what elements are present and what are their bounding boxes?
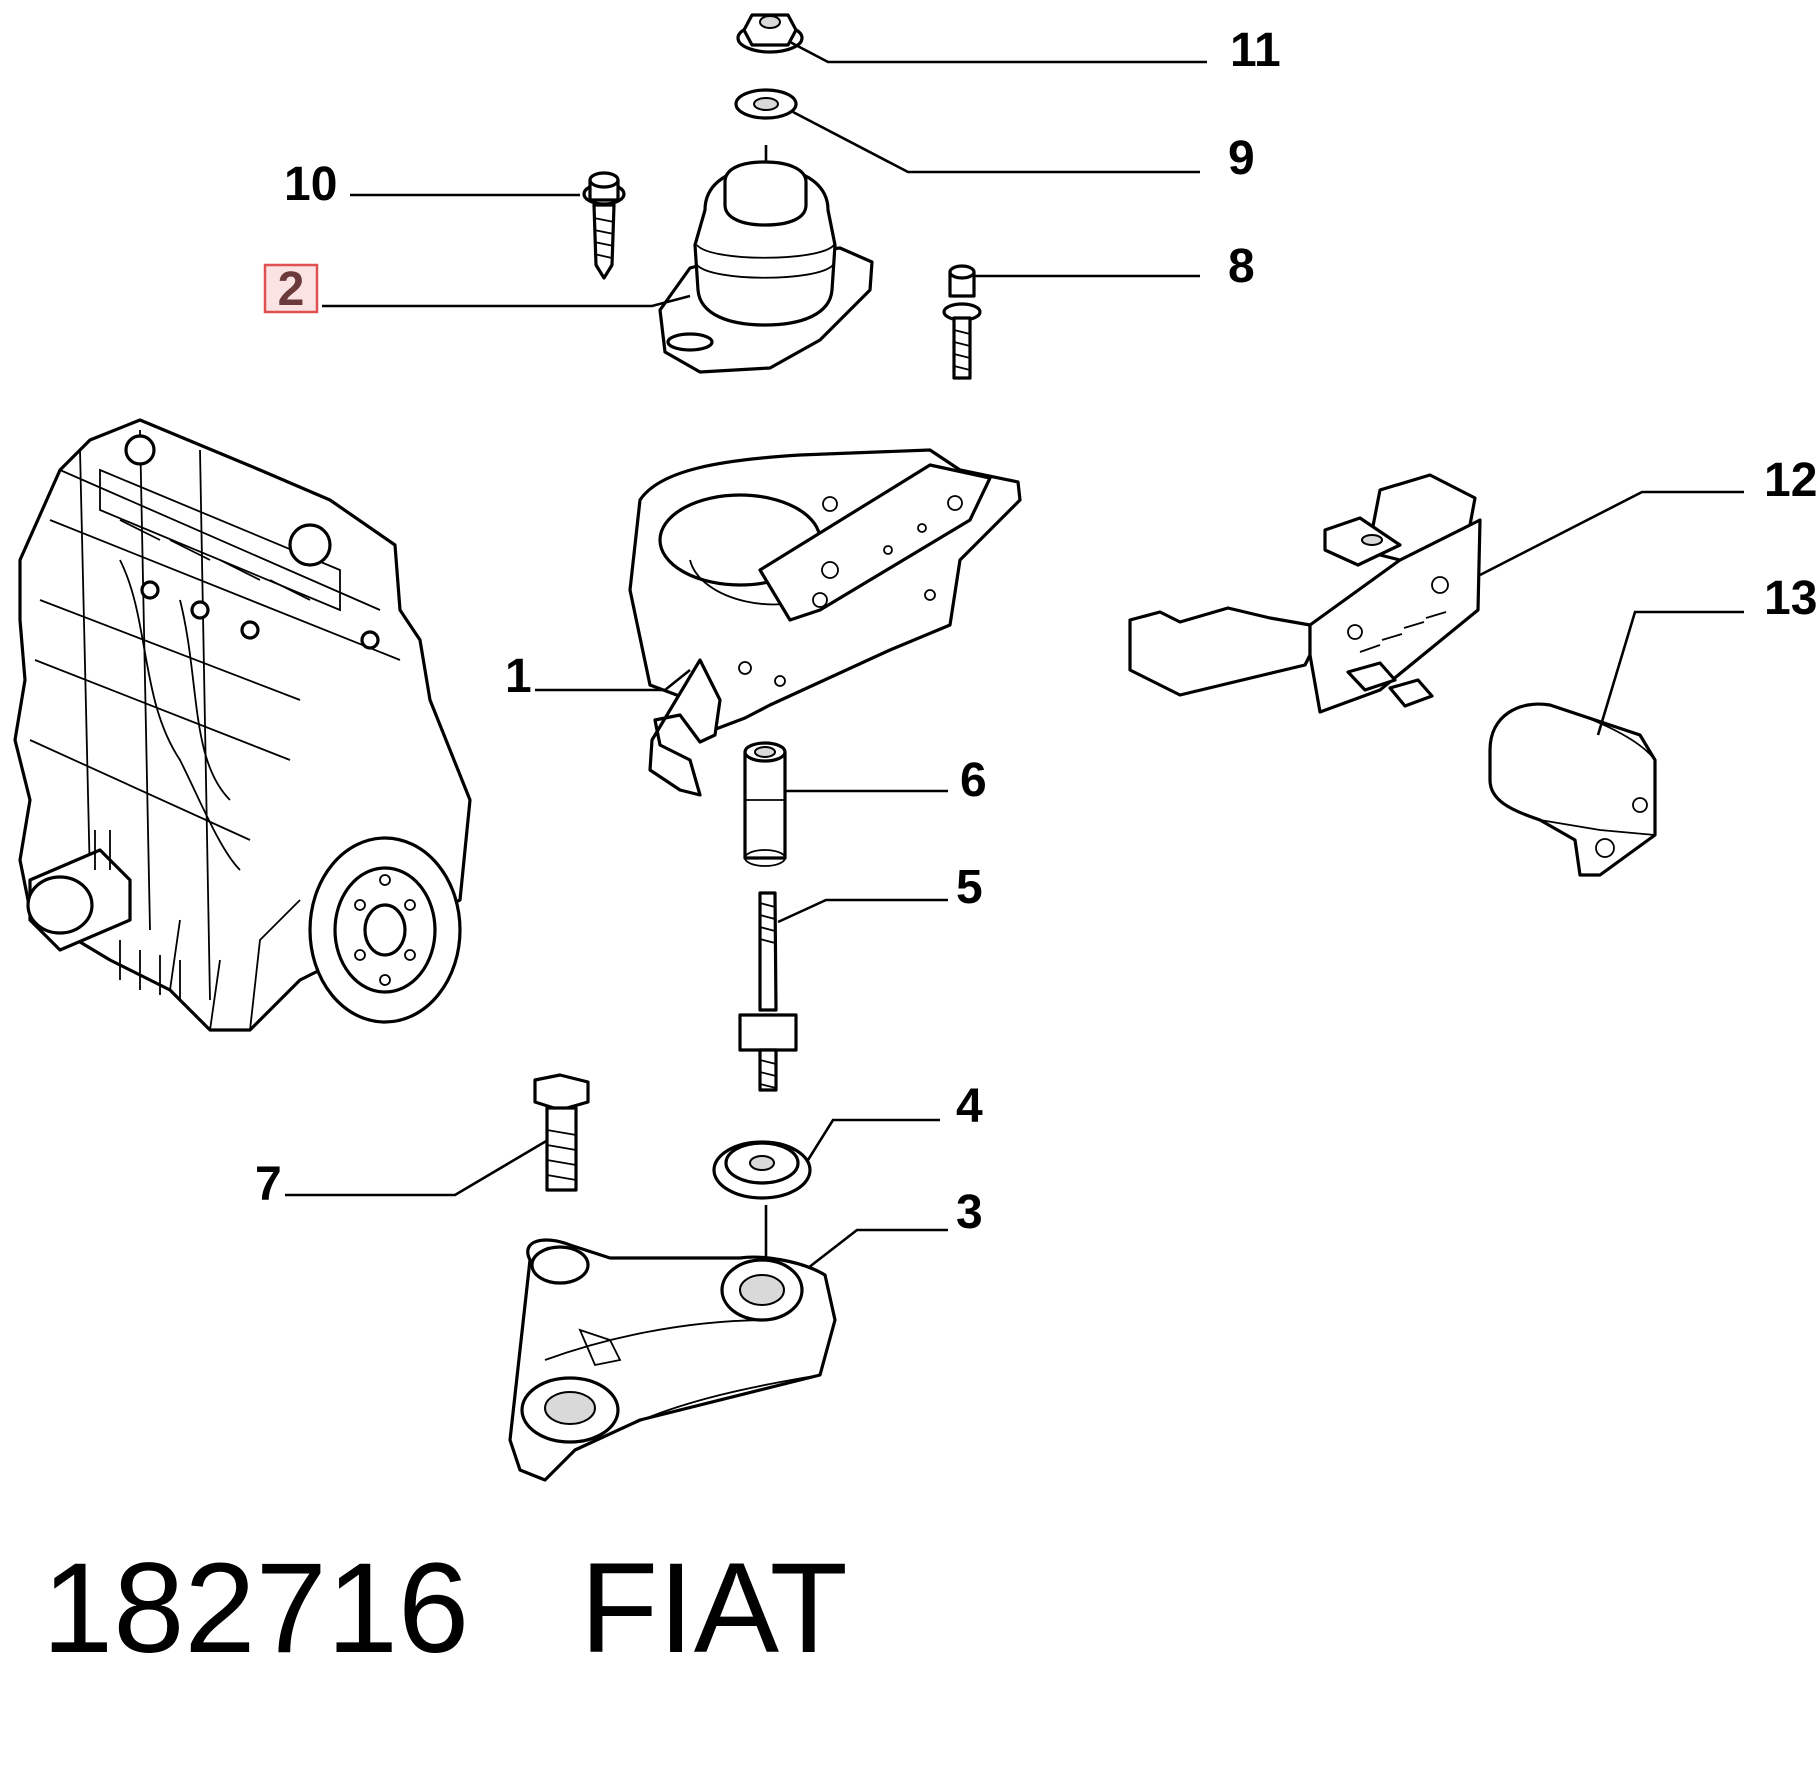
leader-13 (1596, 610, 1744, 736)
leader-12 (1479, 490, 1744, 577)
part-2-engine-mount (658, 160, 874, 374)
part-8-bolt (942, 264, 982, 380)
callout-9[interactable]: 9 (1228, 132, 1255, 185)
part-3-lower-mount (508, 1238, 837, 1482)
callout-5[interactable]: 5 (956, 861, 983, 914)
callout-1[interactable]: 1 (505, 650, 532, 703)
part-number: 182716 (42, 1537, 470, 1680)
leader-5 (777, 898, 948, 924)
callout-12[interactable]: 12 (1764, 454, 1817, 507)
leader-11 (789, 40, 1207, 64)
callout-10[interactable]: 10 (284, 158, 337, 211)
engine-block-illustration (13, 418, 472, 1032)
part-7-hex-bolt (533, 1073, 590, 1192)
part-13-cap (1488, 702, 1657, 877)
leader-7 (285, 1138, 549, 1197)
callout-2-highlight-box (263, 263, 319, 314)
callout-3[interactable]: 3 (956, 1186, 983, 1239)
part-9-washer (734, 88, 798, 120)
part-4-washer (712, 1140, 812, 1200)
part-10-screw (582, 171, 626, 280)
leader-3 (807, 1228, 948, 1270)
leader-2 (322, 294, 691, 308)
callout-11[interactable]: 11 (1230, 24, 1281, 77)
part-6-sleeve (743, 741, 787, 867)
callout-7[interactable]: 7 (255, 1158, 282, 1211)
callout-13[interactable]: 13 (1764, 572, 1817, 625)
part-11-nut (736, 13, 804, 54)
leader-1 (535, 668, 691, 692)
part-12-clamp-bracket (1128, 473, 1482, 714)
leader-lines (285, 40, 1744, 1270)
leader-4 (806, 1118, 940, 1161)
part-1-bracket (628, 448, 1022, 797)
callout-8[interactable]: 8 (1228, 240, 1255, 293)
leader-9 (792, 110, 1200, 174)
callout-6[interactable]: 6 (960, 754, 987, 807)
brand-name: FIAT (580, 1537, 848, 1680)
callout-4[interactable]: 4 (956, 1080, 983, 1133)
callout-2[interactable]: 2 (278, 263, 305, 316)
part-5-stud (738, 891, 798, 1092)
